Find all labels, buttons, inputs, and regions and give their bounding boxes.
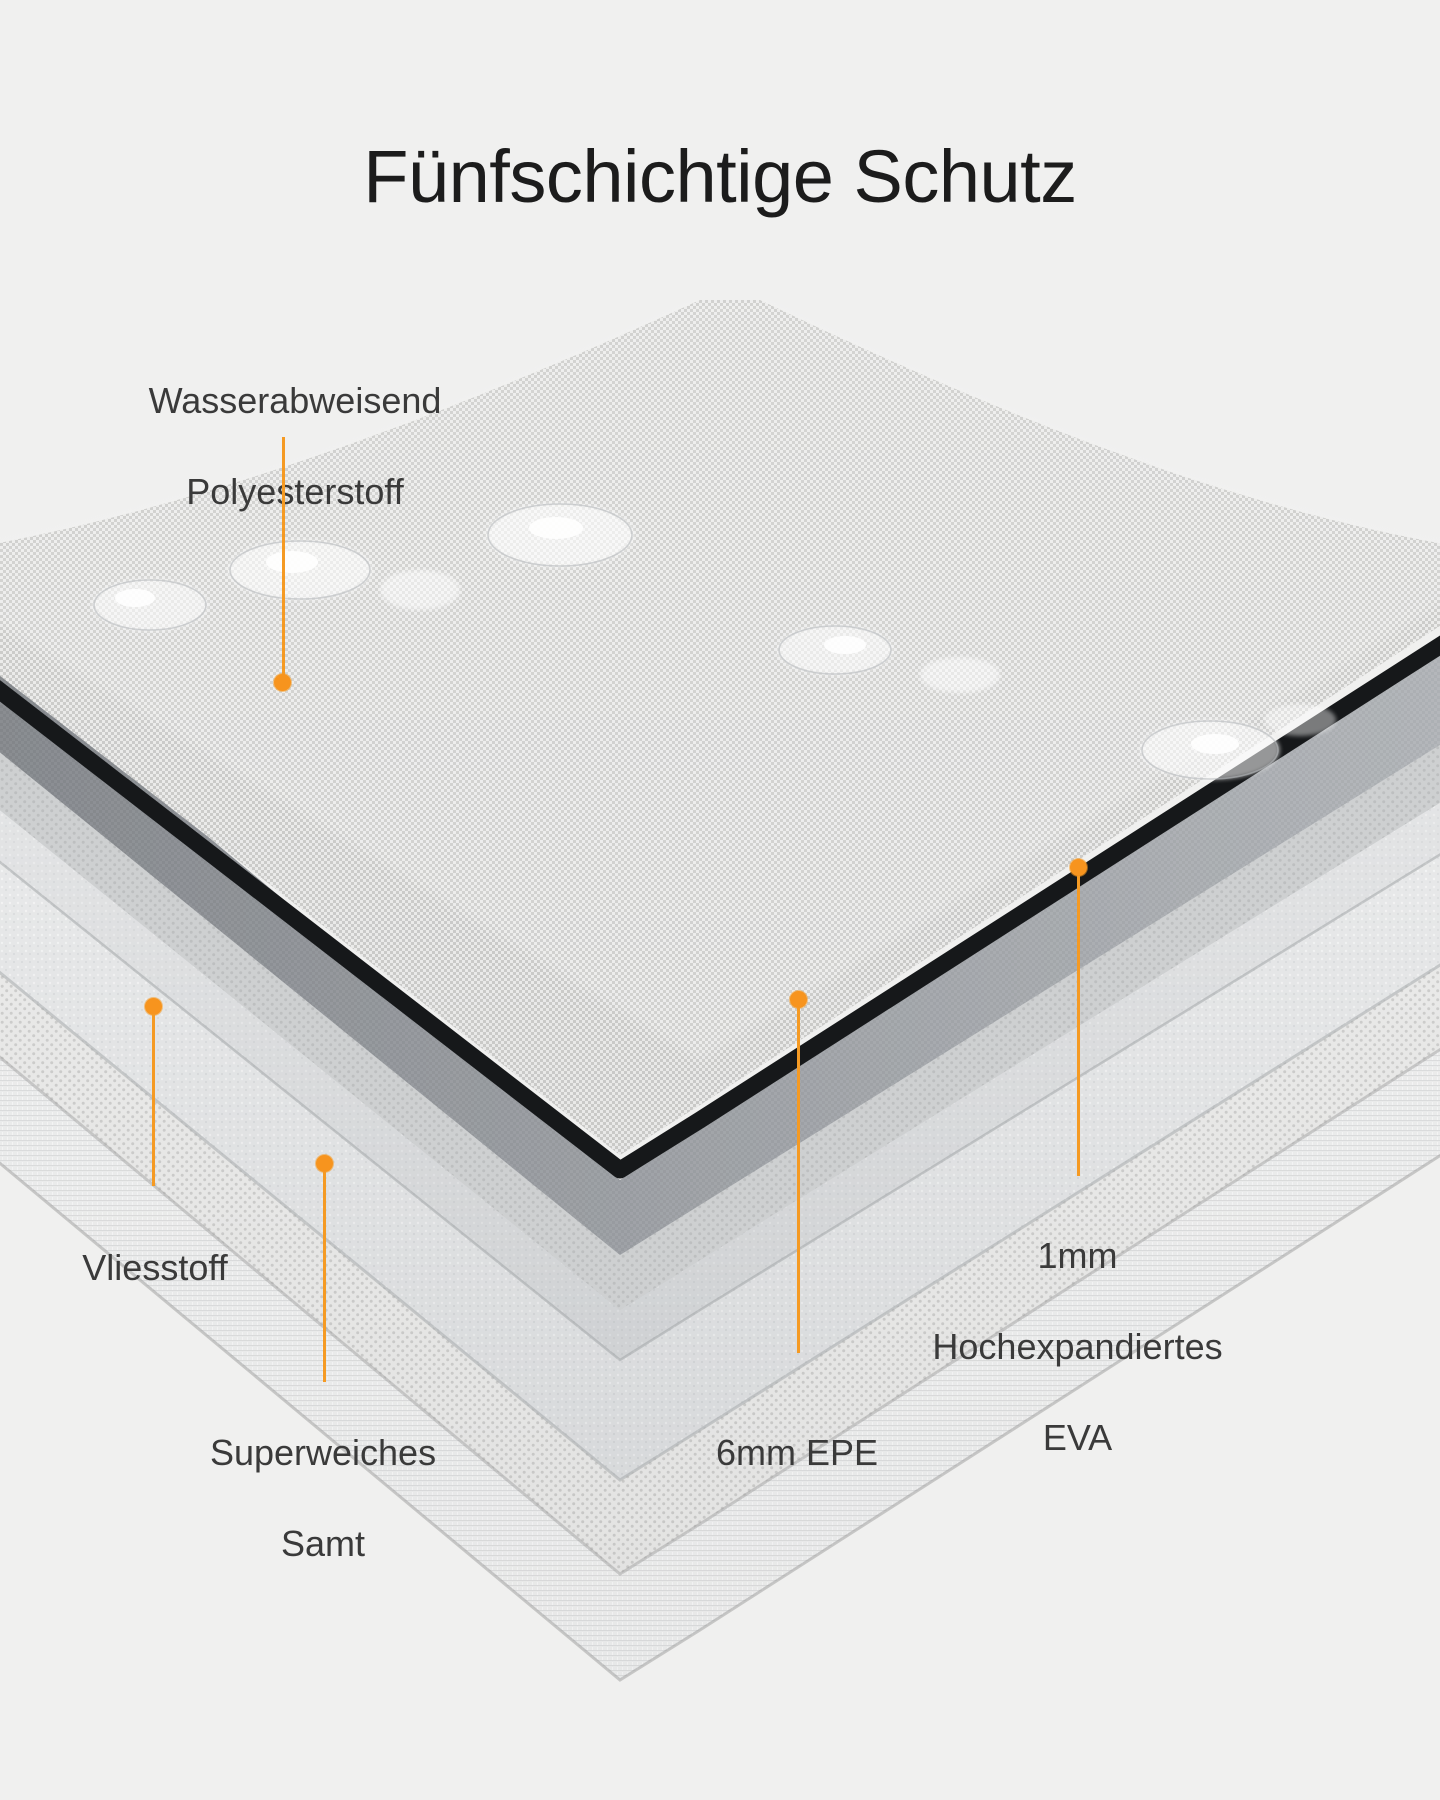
callout-label-vliesstoff-line1: Vliesstoff: [82, 1247, 228, 1289]
callout-label-epe: 6mm EPE: [647, 1385, 947, 1521]
callout-label-samt-line2: Samt: [280, 1523, 366, 1565]
layer-velvet: [0, 1026, 1440, 1682]
leader-line-vliesstoff: [152, 1014, 155, 1186]
water-droplets: [92, 503, 1336, 780]
layer-polyester-top: [0, 300, 1440, 1179]
marker-dot-eva: [1070, 859, 1087, 876]
marker-dot-polyester: [274, 674, 291, 691]
callout-label-epe-line1: 6mm EPE: [715, 1432, 879, 1474]
callout-label-eva-line3: EVA: [1042, 1416, 1113, 1458]
callout-label-samt: Superweiches Samt: [143, 1385, 503, 1612]
leader-line-polyester: [282, 437, 285, 682]
layer-epe: [0, 845, 1440, 1482]
leader-line-epe: [797, 1008, 800, 1353]
marker-dot-samt: [316, 1155, 333, 1172]
marker-dot-vliesstoff: [145, 998, 162, 1015]
callout-label-eva-line2: Hochexpandiertes: [932, 1326, 1223, 1368]
callout-label-eva: 1mm Hochexpandiertes EVA: [875, 1188, 1280, 1506]
marker-dot-epe: [790, 991, 807, 1008]
callout-label-polyester: Wasserabweisend Polyesterstoff: [60, 333, 530, 560]
callout-label-polyester-line1: Wasserabweisend: [148, 380, 442, 422]
page-title: Fünfschichtige Schutz: [363, 135, 1077, 218]
callout-label-eva-line1: 1mm: [1037, 1235, 1118, 1277]
leader-line-eva: [1077, 876, 1080, 1176]
callout-label-polyester-line2: Polyesterstoff: [186, 471, 404, 513]
layer-interleave: [0, 725, 1440, 1310]
layer-stack-illustration: [0, 300, 1440, 1720]
leader-line-samt: [323, 1172, 326, 1382]
callout-label-samt-line1: Superweiches: [209, 1432, 437, 1474]
callout-label-vliesstoff: Vliesstoff: [10, 1200, 300, 1336]
layer-nonwoven: [0, 945, 1440, 1576]
top-flap-underside: [0, 655, 1440, 1255]
